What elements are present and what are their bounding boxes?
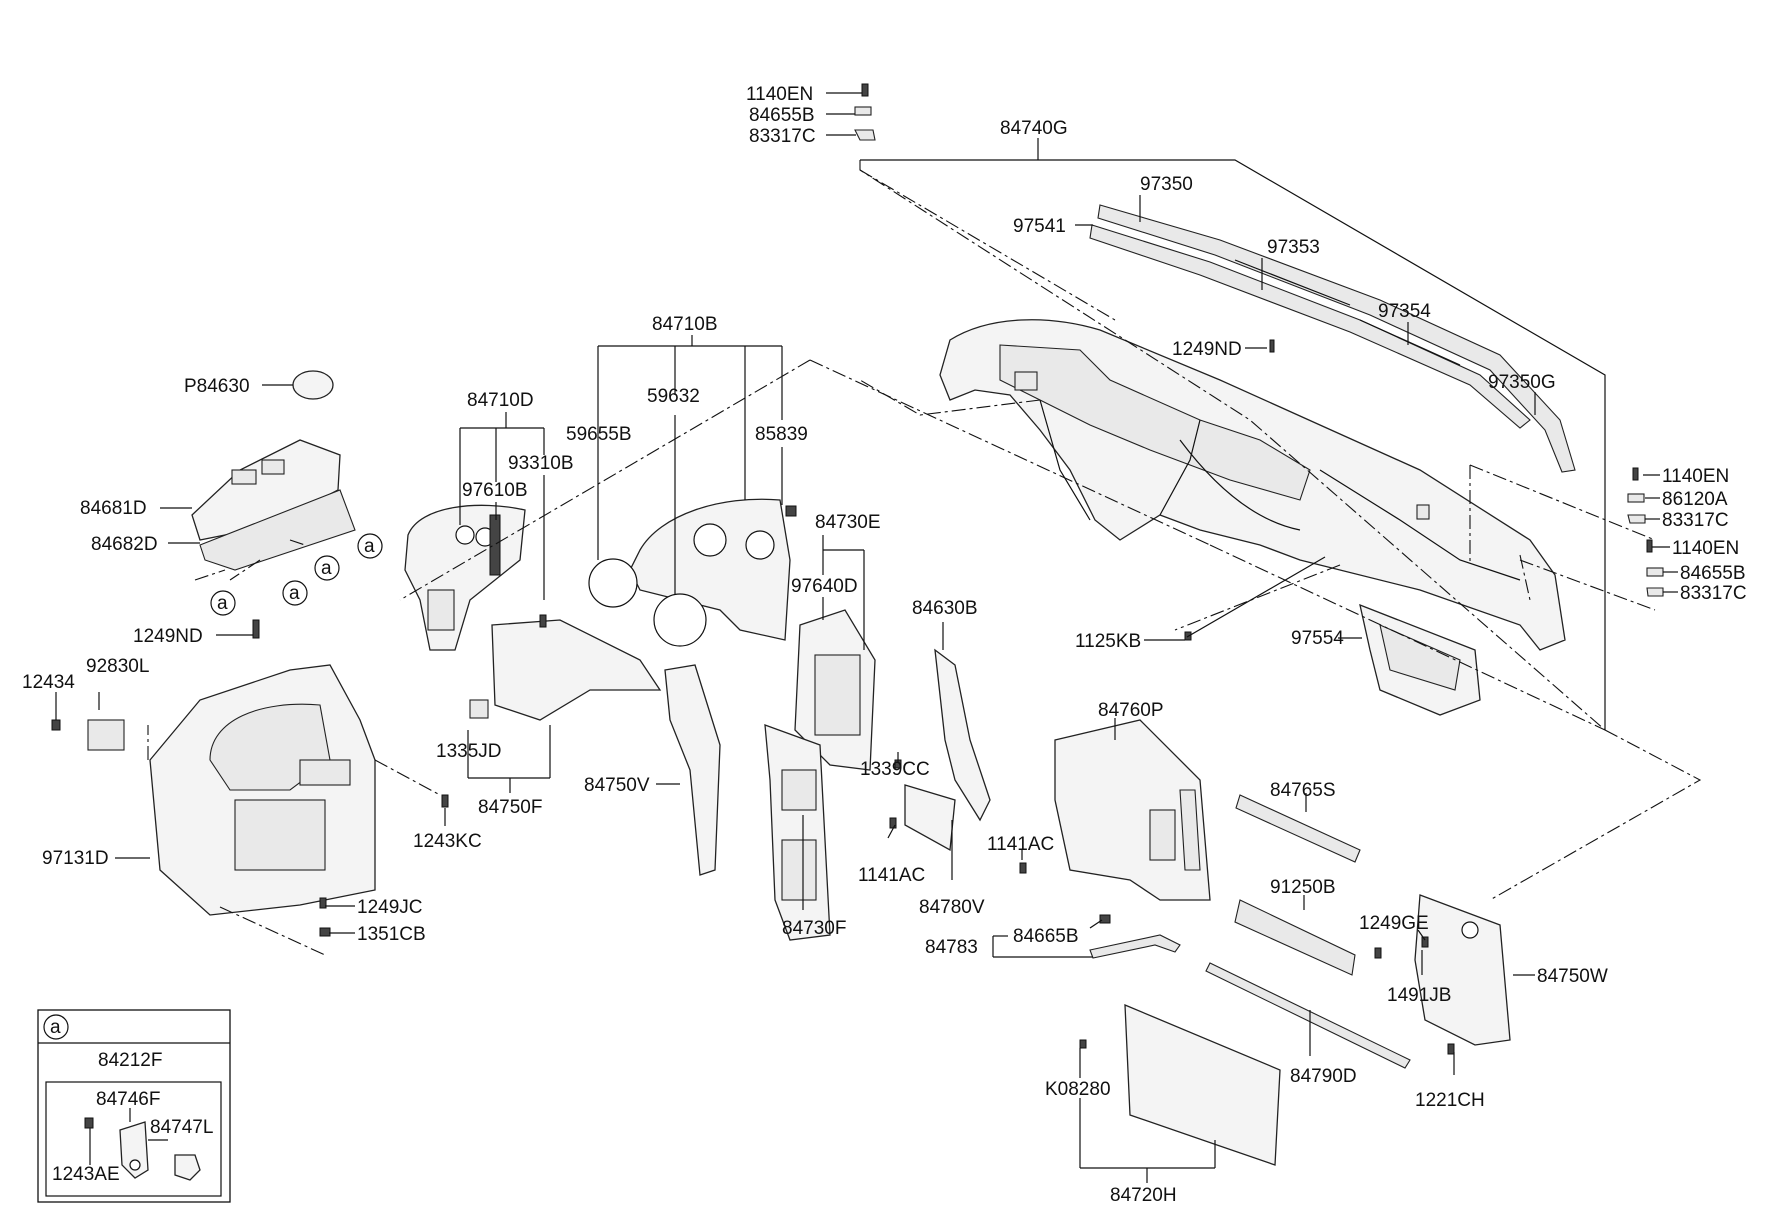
strip-84790D-shape: [1205, 962, 1411, 1069]
callout-97610B: 97610B: [462, 480, 528, 501]
strip-84765S-shape: [1235, 794, 1361, 863]
callout-84780V: 84780V: [919, 897, 985, 918]
inset-marker-a: a: [50, 1017, 61, 1038]
callout-97541: 97541: [1013, 216, 1066, 237]
reference-markers: a a a a: [210, 533, 383, 616]
callout-84681D: 84681D: [80, 498, 147, 519]
callout-84665B: 84665B: [1013, 926, 1079, 947]
callout-1125KB: 1125KB: [1075, 631, 1141, 652]
floor-console-shape: [87, 664, 376, 916]
callout-84790D: 84790D: [1290, 1066, 1357, 1087]
cluster-fascia-shape: [588, 498, 797, 647]
callout-97350: 97350: [1140, 174, 1193, 195]
cover-84720H-shape: [1124, 1004, 1281, 1166]
audio-bezel-shape: [764, 609, 876, 941]
callout-84655B-right: 84655B: [1680, 563, 1746, 584]
callout-85839: 85839: [755, 424, 808, 445]
callout-97353: 97353: [1267, 237, 1320, 258]
callout-1221CH: 1221CH: [1415, 1090, 1485, 1111]
console-upper-shape: [191, 370, 356, 571]
inset-callout-84746F: 84746F: [96, 1089, 160, 1110]
glove-box-shape: [1359, 603, 1481, 716]
leader-lines: [55, 92, 1678, 1183]
callout-83317C-right-2: 83317C: [1680, 583, 1747, 604]
lower-panel-84760P-shape: [1054, 719, 1211, 901]
strip-91250B-shape: [1234, 899, 1356, 976]
lower-center-panels-shape: [469, 619, 721, 876]
detail-inset-a: a 84212F 84746F 84747L 1243AE: [37, 1009, 231, 1203]
ref-marker-a-2: a: [321, 558, 332, 579]
inset-callout-84747L: 84747L: [150, 1117, 213, 1138]
callout-84740G: 84740G: [1000, 118, 1068, 139]
callout-P84630: P84630: [184, 376, 250, 397]
callout-1249JC: 1249JC: [357, 897, 423, 918]
callout-1335JD: 1335JD: [436, 741, 502, 762]
callout-labels: 1140EN 84655B 83317C 84740G 97350 97541 …: [22, 84, 1747, 1206]
callout-1491JB: 1491JB: [1387, 985, 1451, 1006]
callout-1339CC: 1339CC: [860, 759, 930, 780]
callout-86120A: 86120A: [1662, 489, 1728, 510]
callout-84750F: 84750F: [478, 797, 542, 818]
callout-84783: 84783: [925, 937, 978, 958]
callout-84720H: 84720H: [1110, 1185, 1177, 1206]
crash-pad-shape: [939, 319, 1566, 651]
callout-97131D: 97131D: [42, 848, 109, 869]
inset-callout-1243AE: 1243AE: [52, 1164, 120, 1185]
ref-marker-a-4: a: [217, 593, 228, 614]
callout-1141AC-b: 1141AC: [858, 865, 925, 886]
callout-1243KC: 1243KC: [413, 831, 482, 852]
callout-84630B: 84630B: [912, 598, 978, 619]
fasteners-shape: [51, 83, 1664, 1055]
ref-marker-a-1: a: [364, 536, 375, 557]
callout-83317C-right-1: 83317C: [1662, 510, 1729, 531]
callout-59655B: 59655B: [566, 424, 632, 445]
callout-84750V: 84750V: [584, 775, 650, 796]
callout-97354: 97354: [1378, 301, 1431, 322]
callout-84750W: 84750W: [1537, 966, 1608, 987]
callout-97640D: 97640D: [791, 576, 858, 597]
ref-marker-a-3: a: [289, 583, 300, 604]
defroster-strips-shape: [1089, 204, 1576, 473]
callout-1140EN-top: 1140EN: [746, 84, 813, 105]
bracket-84630B-shape: [904, 648, 991, 852]
callout-92830L: 92830L: [86, 656, 149, 677]
callout-1140EN-right-2: 1140EN: [1672, 538, 1739, 559]
callout-1249GE: 1249GE: [1359, 913, 1429, 934]
callout-12434: 12434: [22, 672, 75, 693]
callout-59632: 59632: [647, 386, 700, 407]
callout-84682D: 84682D: [91, 534, 158, 555]
callout-83317C-top: 83317C: [749, 126, 816, 147]
callout-93310B: 93310B: [508, 453, 574, 474]
callout-84765S: 84765S: [1270, 780, 1336, 801]
strip-84783-shape: [1089, 914, 1181, 959]
callout-84730F: 84730F: [782, 918, 846, 939]
callout-1140EN-right-1: 1140EN: [1662, 466, 1729, 487]
callout-97350G: 97350G: [1488, 372, 1556, 393]
callout-1351CB: 1351CB: [357, 924, 426, 945]
callout-97554: 97554: [1291, 628, 1344, 649]
callout-1141AC-a: 1141AC: [987, 834, 1054, 855]
callout-84655B-top: 84655B: [749, 105, 815, 126]
callout-91250B: 91250B: [1270, 877, 1336, 898]
callout-1249ND-mid: 1249ND: [1172, 339, 1242, 360]
callout-84710B: 84710B: [652, 314, 718, 335]
side-panel-84750W-shape: [1414, 894, 1511, 1046]
callout-84710D: 84710D: [467, 390, 534, 411]
callout-K08280: K08280: [1045, 1079, 1111, 1100]
callout-1249ND-left: 1249ND: [133, 626, 203, 647]
callout-84730E: 84730E: [815, 512, 881, 533]
inset-callout-84212F: 84212F: [98, 1050, 162, 1071]
center-fascia-shape: [404, 504, 526, 651]
callout-84760P: 84760P: [1098, 700, 1164, 721]
assembly-outlines: [147, 159, 1702, 956]
